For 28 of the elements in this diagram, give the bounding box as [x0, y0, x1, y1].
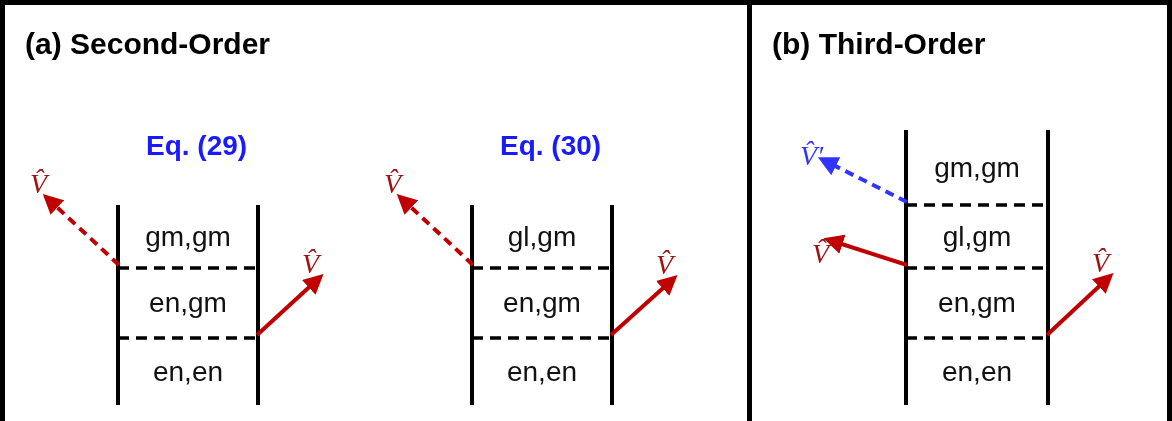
- state-label: gm,gm: [145, 220, 231, 253]
- state-label: en,gm: [149, 287, 227, 319]
- state-label: en,en: [152, 355, 224, 388]
- interaction-arrow: [609, 275, 678, 337]
- interaction-arrow: [823, 234, 908, 267]
- panel-heading: (b) Third-Order: [772, 27, 986, 61]
- state-label: gm,gm: [934, 151, 1020, 184]
- equation-reference: Eq. (30): [500, 130, 602, 162]
- panel-heading: (a) Second-Order: [25, 27, 271, 61]
- operator-label: V̂: [30, 170, 48, 198]
- interaction-arrow: [396, 193, 475, 267]
- state-label: en,en: [941, 355, 1013, 388]
- interaction-arrow: [1045, 272, 1114, 337]
- interaction-arrow: [255, 273, 324, 337]
- operator-label: V̂: [656, 251, 674, 279]
- state-label: en,gm: [503, 287, 581, 319]
- state-label: en,gm: [938, 287, 1016, 319]
- state-label: en,en: [506, 355, 578, 388]
- interaction-arrow: [817, 157, 908, 204]
- state-label: gl,gm: [942, 220, 1012, 253]
- operator-label: V̂: [302, 250, 320, 278]
- interaction-arrow: [42, 193, 121, 267]
- operator-label: V̂: [812, 240, 830, 268]
- operator-label: V̂′: [800, 142, 824, 170]
- operator-label: V̂: [384, 170, 402, 198]
- equation-reference: Eq. (29): [146, 130, 248, 162]
- state-label: gl,gm: [507, 220, 577, 253]
- operator-label: V̂: [1092, 249, 1110, 277]
